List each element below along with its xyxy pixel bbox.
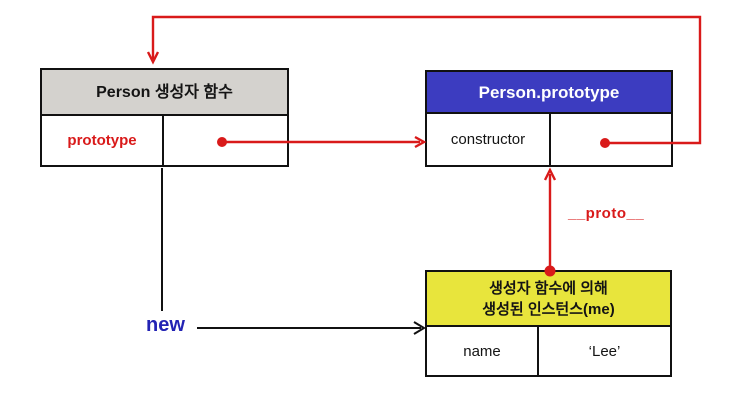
prototype-slot-label: prototype [67,132,137,149]
constructor-reference-arrowhead-icon [146,51,160,65]
proto-link-label: __proto__ [568,205,645,222]
new-operator-label: new [146,314,185,336]
constructor-function-title: Person 생성자 함수 [42,70,287,116]
name-slot-row: name ‘Lee’ [427,327,670,375]
constructor-slot-row: constructor [427,114,671,165]
instance-box: 생성자 함수에 의해 생성된 인스턴스(me) name ‘Lee’ [425,270,672,377]
name-slot-value: ‘Lee’ [537,327,670,375]
constructor-slot-value [549,114,671,165]
proto-link-arrowhead-icon [543,167,557,181]
prototype-object-box: Person.prototype constructor [425,70,673,167]
prototype-slot-row: prototype [42,116,287,165]
constructor-slot-label: constructor [450,131,526,148]
prototype-object-title: Person.prototype [427,72,671,114]
name-slot-label: name [463,342,501,360]
prototype-slot-value [162,116,287,165]
prototype-reference-arrowhead-icon [414,135,427,149]
instance-title: 생성자 함수에 의해 생성된 인스턴스(me) [427,272,670,327]
constructor-function-box: Person 생성자 함수 prototype [40,68,289,167]
new-arrowhead-icon [413,321,426,335]
